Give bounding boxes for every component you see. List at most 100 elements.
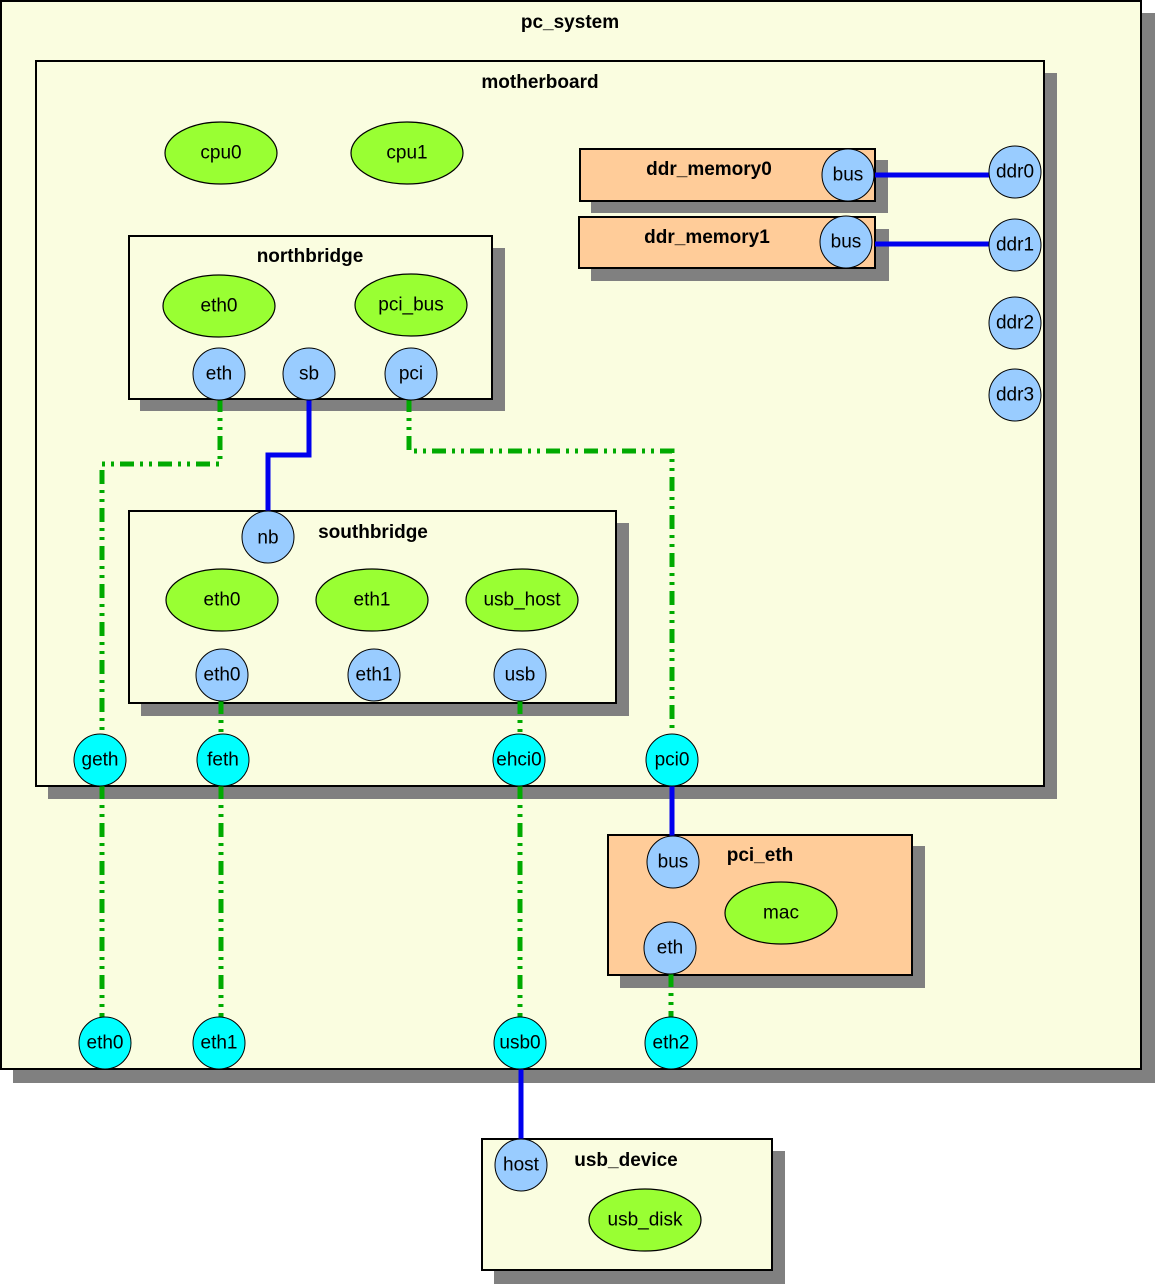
port-label: eth	[206, 364, 232, 385]
port-geth[interactable]: geth	[73, 733, 127, 787]
port-sys-eth0[interactable]: eth0	[78, 1016, 132, 1070]
port-label: eth0	[204, 665, 241, 686]
ports: bus bus ddr0 ddr1 ddr2 ddr3 eth sb pci n…	[73, 145, 1042, 1192]
port-ddr-memory1-bus[interactable]: bus	[819, 215, 873, 269]
port-circle[interactable]	[384, 347, 438, 401]
port-circle[interactable]	[819, 215, 873, 269]
component-sb-eth1[interactable]: eth1	[315, 568, 429, 632]
cpu0-label: cpu0	[200, 143, 241, 164]
port-ddr3[interactable]: ddr3	[988, 368, 1042, 422]
port-nb-sb[interactable]: sb	[282, 347, 336, 401]
port-feth[interactable]: feth	[196, 733, 250, 787]
port-usb-device-host[interactable]: host	[494, 1138, 548, 1192]
sb-usb-host-ellipse[interactable]	[465, 568, 579, 632]
port-label: bus	[831, 232, 862, 253]
port-circle[interactable]	[988, 218, 1042, 272]
mac-ellipse[interactable]	[724, 881, 838, 945]
usb-disk-label: usb_disk	[608, 1210, 683, 1231]
port-circle[interactable]	[643, 921, 697, 975]
port-label: eth	[657, 938, 683, 959]
port-label: ddr3	[996, 385, 1034, 406]
cpu1-label: cpu1	[386, 143, 427, 164]
port-label: ddr0	[996, 162, 1034, 183]
port-circle[interactable]	[492, 733, 546, 787]
links	[99, 172, 992, 1140]
link-nb-sb-to-sb-nb[interactable]	[265, 398, 312, 512]
port-ddr2[interactable]: ddr2	[988, 296, 1042, 350]
port-circle[interactable]	[821, 148, 875, 202]
usb-disk-ellipse[interactable]	[588, 1188, 702, 1252]
port-circle[interactable]	[988, 368, 1042, 422]
port-label: bus	[658, 852, 689, 873]
port-label: ehci0	[496, 750, 541, 771]
port-sb-usb[interactable]: usb	[493, 648, 547, 702]
port-nb-eth[interactable]: eth	[192, 347, 246, 401]
port-sb-eth1[interactable]: eth1	[347, 648, 401, 702]
port-label: feth	[207, 750, 239, 771]
port-pci0[interactable]: pci0	[645, 733, 699, 787]
port-circle[interactable]	[195, 648, 249, 702]
component-nb-eth0[interactable]: eth0	[162, 274, 276, 338]
component-pci-eth-mac[interactable]: mac	[724, 881, 838, 945]
port-label: sb	[299, 364, 319, 385]
port-sys-usb0[interactable]: usb0	[493, 1016, 547, 1070]
port-sb-nb[interactable]: nb	[241, 510, 295, 564]
port-ddr0[interactable]: ddr0	[988, 145, 1042, 199]
port-circle[interactable]	[988, 296, 1042, 350]
nb-eth0-label: eth0	[201, 296, 238, 317]
southbridge-title: southbridge	[318, 522, 428, 543]
port-label: usb0	[499, 1033, 540, 1054]
northbridge-title: northbridge	[257, 246, 364, 267]
nb-pci-bus-label: pci_bus	[378, 295, 444, 316]
port-circle[interactable]	[347, 648, 401, 702]
nb-pci-bus-ellipse[interactable]	[354, 273, 468, 337]
cpu1-ellipse[interactable]	[350, 121, 464, 185]
port-ddr-memory0-bus[interactable]: bus	[821, 148, 875, 202]
nb-eth0-ellipse[interactable]	[162, 274, 276, 338]
port-pci-eth-bus[interactable]: bus	[646, 835, 700, 889]
cpu0-ellipse[interactable]	[164, 121, 278, 185]
component-sb-eth0[interactable]: eth0	[165, 568, 279, 632]
port-circle[interactable]	[494, 1138, 548, 1192]
component-usb-disk[interactable]: usb_disk	[588, 1188, 702, 1252]
sb-usb-host-label: usb_host	[483, 590, 561, 611]
port-label: nb	[257, 528, 278, 549]
port-circle[interactable]	[644, 1016, 698, 1070]
port-circle[interactable]	[988, 145, 1042, 199]
port-circle[interactable]	[493, 648, 547, 702]
port-circle[interactable]	[192, 1016, 246, 1070]
port-circle[interactable]	[646, 835, 700, 889]
port-sys-eth1[interactable]: eth1	[192, 1016, 246, 1070]
sb-eth0-ellipse[interactable]	[165, 568, 279, 632]
sb-eth1-ellipse[interactable]	[315, 568, 429, 632]
port-label: host	[503, 1155, 540, 1176]
port-label: eth0	[87, 1033, 124, 1054]
port-pci-eth-eth[interactable]: eth	[643, 921, 697, 975]
component-sb-usb-host[interactable]: usb_host	[465, 568, 579, 632]
port-ehci0[interactable]: ehci0	[492, 733, 546, 787]
port-nb-pci[interactable]: pci	[384, 347, 438, 401]
port-circle[interactable]	[196, 733, 250, 787]
port-circle[interactable]	[493, 1016, 547, 1070]
port-sb-eth0[interactable]: eth0	[195, 648, 249, 702]
usb-device-title: usb_device	[574, 1150, 678, 1171]
sb-eth1-label: eth1	[354, 590, 391, 611]
port-circle[interactable]	[282, 347, 336, 401]
component-cpu0[interactable]: cpu0	[164, 121, 278, 185]
port-circle[interactable]	[192, 347, 246, 401]
port-label: pci0	[655, 750, 690, 771]
port-sys-eth2[interactable]: eth2	[644, 1016, 698, 1070]
container-ddr-memory1: ddr_memory1	[578, 216, 889, 281]
component-cpu1[interactable]: cpu1	[350, 121, 464, 185]
port-circle[interactable]	[241, 510, 295, 564]
port-circle[interactable]	[73, 733, 127, 787]
port-circle[interactable]	[78, 1016, 132, 1070]
port-ddr1[interactable]: ddr1	[988, 218, 1042, 272]
component-nb-pci-bus[interactable]: pci_bus	[354, 273, 468, 337]
port-circle[interactable]	[645, 733, 699, 787]
port-label: eth1	[356, 665, 393, 686]
link-nb-eth-to-geth[interactable]	[99, 398, 223, 735]
ddr-memory0-title: ddr_memory0	[646, 159, 772, 180]
link-nb-pci-to-pci0[interactable]	[406, 398, 675, 735]
